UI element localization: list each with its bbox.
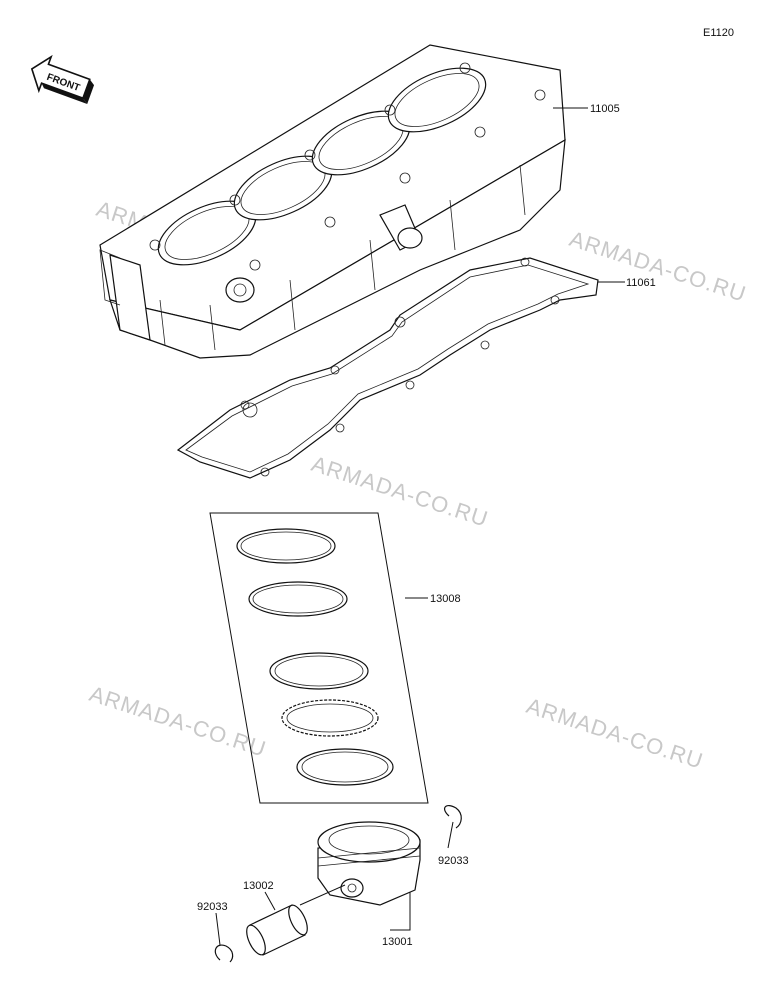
leader-lines: [215, 107, 625, 946]
part-label-gasket: 11061: [626, 277, 656, 289]
part-label-cylinder: 11005: [590, 103, 620, 115]
part-label-piston-pin: 13002: [243, 880, 274, 892]
part-label-clip-right: 92033: [438, 855, 469, 867]
pin-clip-right: [444, 804, 462, 829]
part-label-ring-set: 13008: [430, 593, 461, 605]
cylinder-gasket: [176, 257, 599, 479]
front-arrow-icon: FRONT: [30, 54, 95, 104]
part-label-clip-left: 92033: [197, 901, 228, 913]
piston: [317, 821, 421, 906]
pin-clip-left: [214, 944, 234, 963]
watermark: ARMADA-CO.RU: [86, 681, 269, 762]
piston-pin: [246, 904, 308, 956]
piston-ring-set: [209, 512, 429, 804]
watermark: ARMADA-CO.RU: [308, 451, 491, 532]
part-label-piston: 13001: [382, 936, 413, 948]
diagram-code: E1120: [703, 27, 734, 39]
cylinder-block: [99, 44, 566, 359]
watermark: ARMADA-CO.RU: [523, 693, 706, 774]
